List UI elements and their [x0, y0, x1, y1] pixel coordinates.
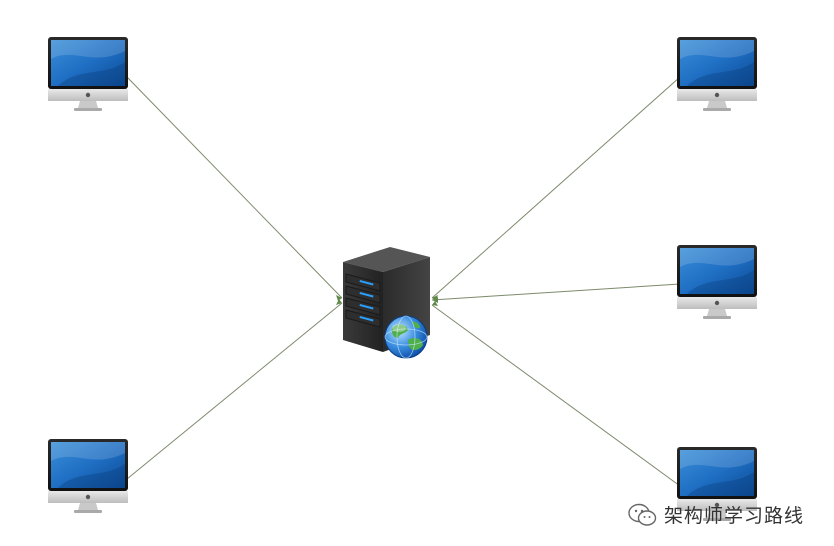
arrowheads — [336, 295, 438, 306]
arrow-left-bottom — [336, 299, 342, 305]
arrow-right-bottom — [432, 301, 438, 306]
server-status-lights — [359, 280, 374, 322]
watermark-text: 架构师学习路线 — [663, 505, 804, 527]
arrow-left-top — [336, 295, 342, 301]
link-middle-right — [431, 283, 681, 301]
client-bottom-left-imac-monitor-icon — [48, 439, 128, 513]
link-bottom-left — [126, 302, 343, 480]
client-middle-right-imac-monitor-icon — [677, 245, 757, 319]
link-bottom-right — [431, 304, 681, 487]
link-top-left — [126, 76, 343, 299]
link-top-right — [431, 76, 681, 299]
globe-icon — [384, 315, 428, 359]
wechat-icon — [628, 503, 657, 526]
client-top-right-imac-monitor-icon — [677, 37, 757, 111]
arrow-right-mid — [432, 297, 438, 303]
watermark: 架构师学习路线 — [628, 501, 804, 528]
client-top-left-imac-monitor-icon — [48, 37, 128, 111]
links — [126, 76, 681, 487]
